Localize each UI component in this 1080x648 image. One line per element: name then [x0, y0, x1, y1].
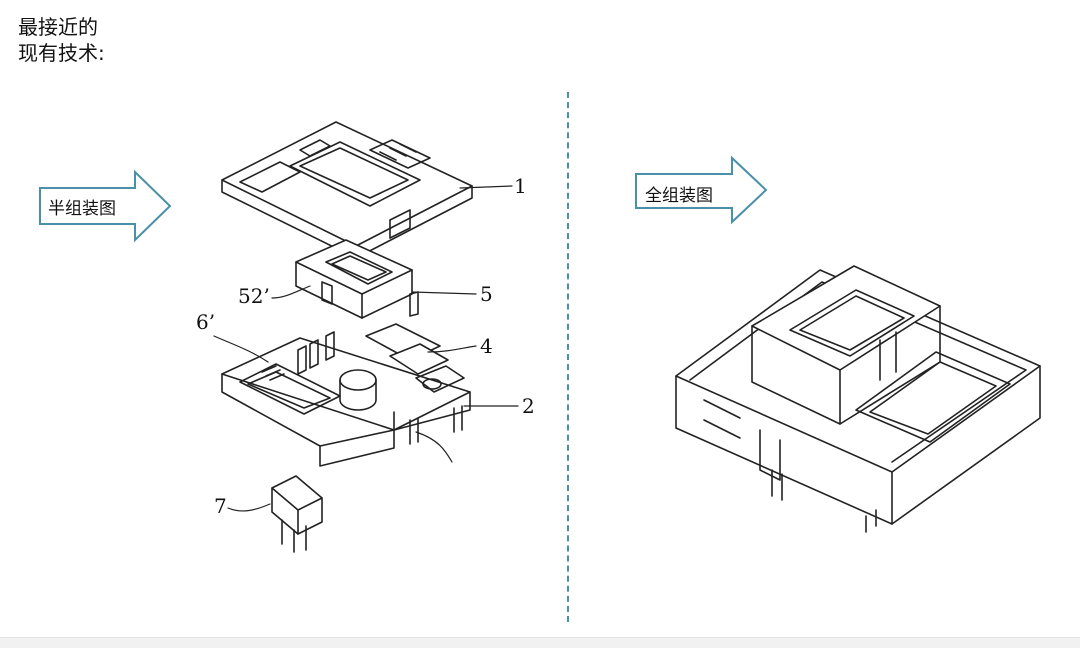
center-divider — [567, 92, 569, 622]
callout-6: 6’ — [196, 310, 216, 334]
callout-52: 52’ — [238, 284, 270, 308]
callout-4: 4 — [480, 334, 493, 358]
left-arrow-label: 半组装图 — [48, 199, 116, 219]
page-heading: 最接近的 现有技术: — [18, 14, 105, 66]
callout-leaders — [213, 185, 519, 512]
part-1-cover — [221, 121, 473, 259]
heading-line-2: 现有技术: — [18, 41, 105, 65]
right-arrow-label: 全组装图 — [645, 186, 713, 206]
part-5-bracket — [295, 239, 419, 319]
callout-2: 2 — [522, 394, 535, 418]
full-assembly — [675, 265, 1041, 533]
right-arrow-shape — [635, 155, 768, 225]
callout-5: 5 — [480, 282, 493, 306]
left-arrow-shape — [39, 169, 172, 243]
callout-1: 1 — [514, 174, 527, 198]
heading-line-1: 最接近的 — [18, 15, 98, 39]
part-2-base — [221, 331, 471, 467]
part-7-component — [271, 475, 323, 553]
bottom-bar — [0, 637, 1080, 648]
part-4-contacts — [365, 323, 465, 393]
callout-7: 7 — [214, 494, 227, 518]
